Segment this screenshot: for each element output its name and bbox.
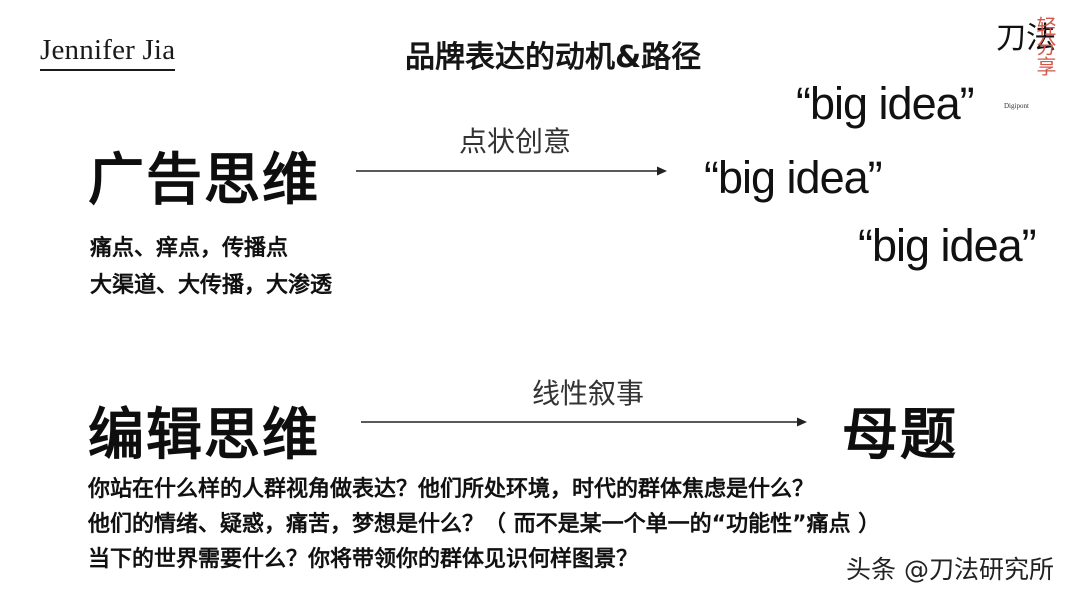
source-watermark: 头条 @刀法研究所 (846, 555, 1054, 584)
edit-arrow-icon (361, 417, 807, 427)
edit-arrow-label: 线性叙事 (532, 377, 645, 410)
ad-thinking-heading: 广告思维 (88, 148, 320, 213)
brand-logo: 刀法 轻分享 Digipont (992, 16, 1064, 124)
edit-line-1: 你站在什么样的人群视角做表达？他们所处环境，时代的群体焦虑是什么？ (88, 477, 815, 502)
edit-line-2: 他们的情绪、疑惑，痛苦，梦想是什么？（ 而不是某一个单一的“功能性”痛点 ） (88, 512, 881, 537)
motif-output: 母题 (842, 403, 958, 468)
big-idea-2: “big idea” (704, 152, 883, 203)
edit-thinking-description: 你站在什么样的人群视角做表达？他们所处环境，时代的群体焦虑是什么？ 他们的情绪、… (88, 472, 880, 577)
big-idea-1: “big idea” (796, 78, 975, 129)
logo-side-text: 轻分享 (1033, 16, 1057, 76)
edit-line-3: 当下的世界需要什么？你将带领你的群体见识何样图景？ (88, 547, 639, 572)
logo-main-text: 刀法 (996, 21, 1056, 56)
logo-sub-text: Digipont (1004, 102, 1029, 110)
big-idea-3: “big idea” (858, 220, 1037, 271)
ad-line-2: 大渠道、大传播，大渗透 (90, 273, 333, 298)
ad-line-1: 痛点、痒点，传播点 (90, 236, 289, 261)
slide-title: 品牌表达的动机&路径 (405, 40, 702, 75)
ad-arrow-label: 点状创意 (459, 125, 572, 158)
edit-thinking-heading: 编辑思维 (88, 403, 320, 468)
ad-arrow-icon (356, 166, 667, 176)
author-name: Jennifer Jia (40, 34, 176, 71)
ad-thinking-description: 痛点、痒点，传播点 大渠道、大传播，大渗透 (90, 230, 332, 304)
